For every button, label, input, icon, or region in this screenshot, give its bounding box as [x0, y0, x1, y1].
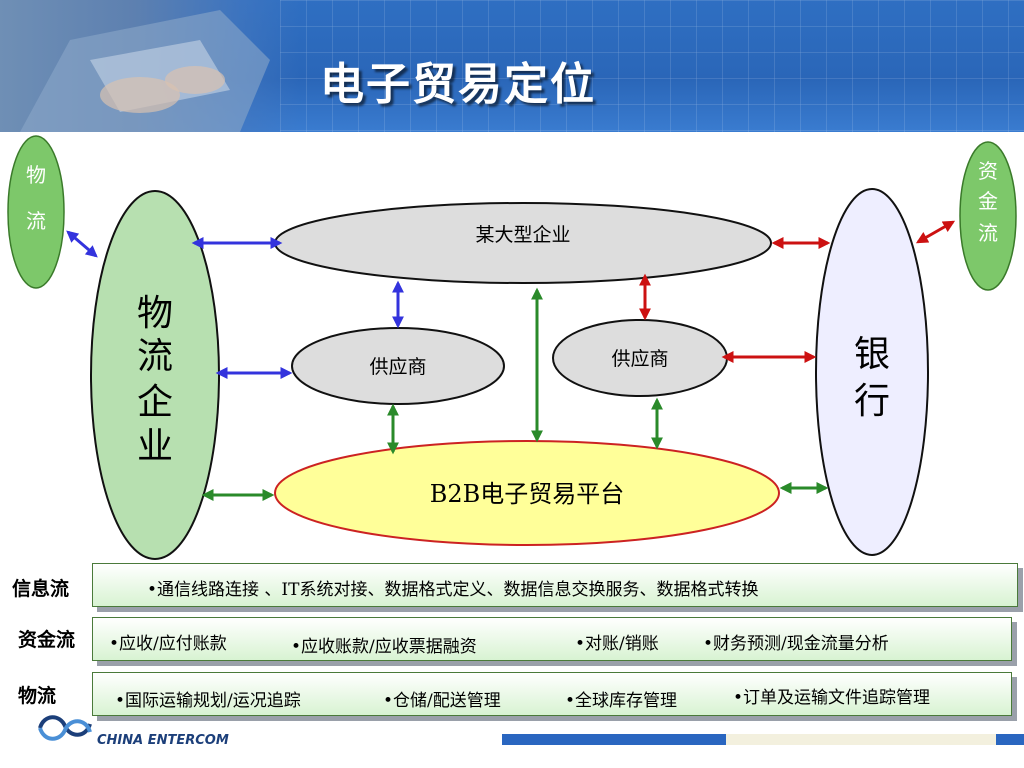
logistics-bubble-char: 物	[26, 163, 46, 187]
company-logo-icon	[38, 715, 92, 741]
bank-char: 行	[854, 381, 890, 422]
capital-flow-item: •财务预测/现金流量分析	[703, 634, 889, 654]
logistics-enterprise-char: 流	[137, 336, 173, 377]
company-logo-text: CHINA ENTERCOM	[97, 733, 229, 748]
logistics-flow-box: •国际运输规划/运况追踪 •仓储/配送管理 •全球库存管理 •订单及运输文件追踪…	[92, 672, 1012, 716]
footer-bar-cream	[726, 734, 996, 745]
bank-node	[815, 188, 929, 556]
arrow-logistics-bubble	[66, 230, 98, 258]
info-flow-box: •通信线路连接 、IT系统对接、数据格式定义、数据信息交换服务、数据格式转换	[92, 563, 1018, 607]
footer-bar-end	[996, 734, 1024, 745]
logistics-enterprise-char: 物	[137, 293, 173, 334]
capital-bubble-char: 流	[978, 221, 998, 245]
b2b-platform-label: B2B电子贸易平台	[430, 480, 625, 508]
logistics-bubble-char: 流	[26, 209, 46, 233]
capital-flow-item: •对账/销账	[575, 634, 659, 654]
capital-bubble-char: 资	[978, 159, 998, 183]
page-title: 电子贸易定位	[320, 59, 596, 110]
logistics-flow-item: •订单及运输文件追踪管理	[733, 688, 931, 708]
capital-bubble-char: 金	[978, 189, 998, 213]
capital-flow-label: 资金流	[18, 629, 76, 651]
header-grid-pattern	[280, 0, 1024, 132]
logistics-enterprise-char: 企	[137, 382, 173, 423]
arrow-capital-bubble	[915, 220, 956, 244]
capital-flow-item: •应收/应付账款	[109, 634, 227, 654]
capital-flow-item: •应收账款/应收票据融资	[291, 637, 477, 657]
capital-flow-box: •应收/应付账款 •应收账款/应收票据融资 •对账/销账 •财务预测/现金流量分…	[92, 617, 1012, 661]
laptop-hands-image	[20, 10, 270, 132]
bank-char: 银	[854, 334, 890, 375]
header-photo	[0, 0, 300, 132]
logistics-enterprise-char: 业	[137, 426, 173, 467]
info-flow-label: 信息流	[12, 578, 70, 600]
big-enterprise-label: 某大型企业	[475, 224, 570, 246]
supplier-right-label: 供应商	[611, 348, 668, 370]
supplier-left-label: 供应商	[369, 356, 426, 378]
info-flow-item: •通信线路连接 、IT系统对接、数据格式定义、数据信息交换服务、数据格式转换	[147, 580, 759, 600]
footer-bar-blue	[502, 734, 726, 745]
b2b-platform-node	[274, 440, 780, 546]
logistics-flow-item: •国际运输规划/运况追踪	[115, 691, 301, 711]
logistics-flow-item: •仓储/配送管理	[383, 691, 501, 711]
header-banner: 电子贸易定位	[0, 0, 1024, 132]
capital-bubble	[959, 141, 1017, 291]
flow-diagram: 物 流 资 金 流 物 流 企 业 银 行 某大型企业 供应商 供应商 B2B电…	[7, 135, 1017, 560]
logistics-bubble	[7, 135, 65, 289]
logistics-flow-item: •全球库存管理	[565, 691, 678, 711]
logistics-flow-label: 物流	[18, 685, 57, 707]
